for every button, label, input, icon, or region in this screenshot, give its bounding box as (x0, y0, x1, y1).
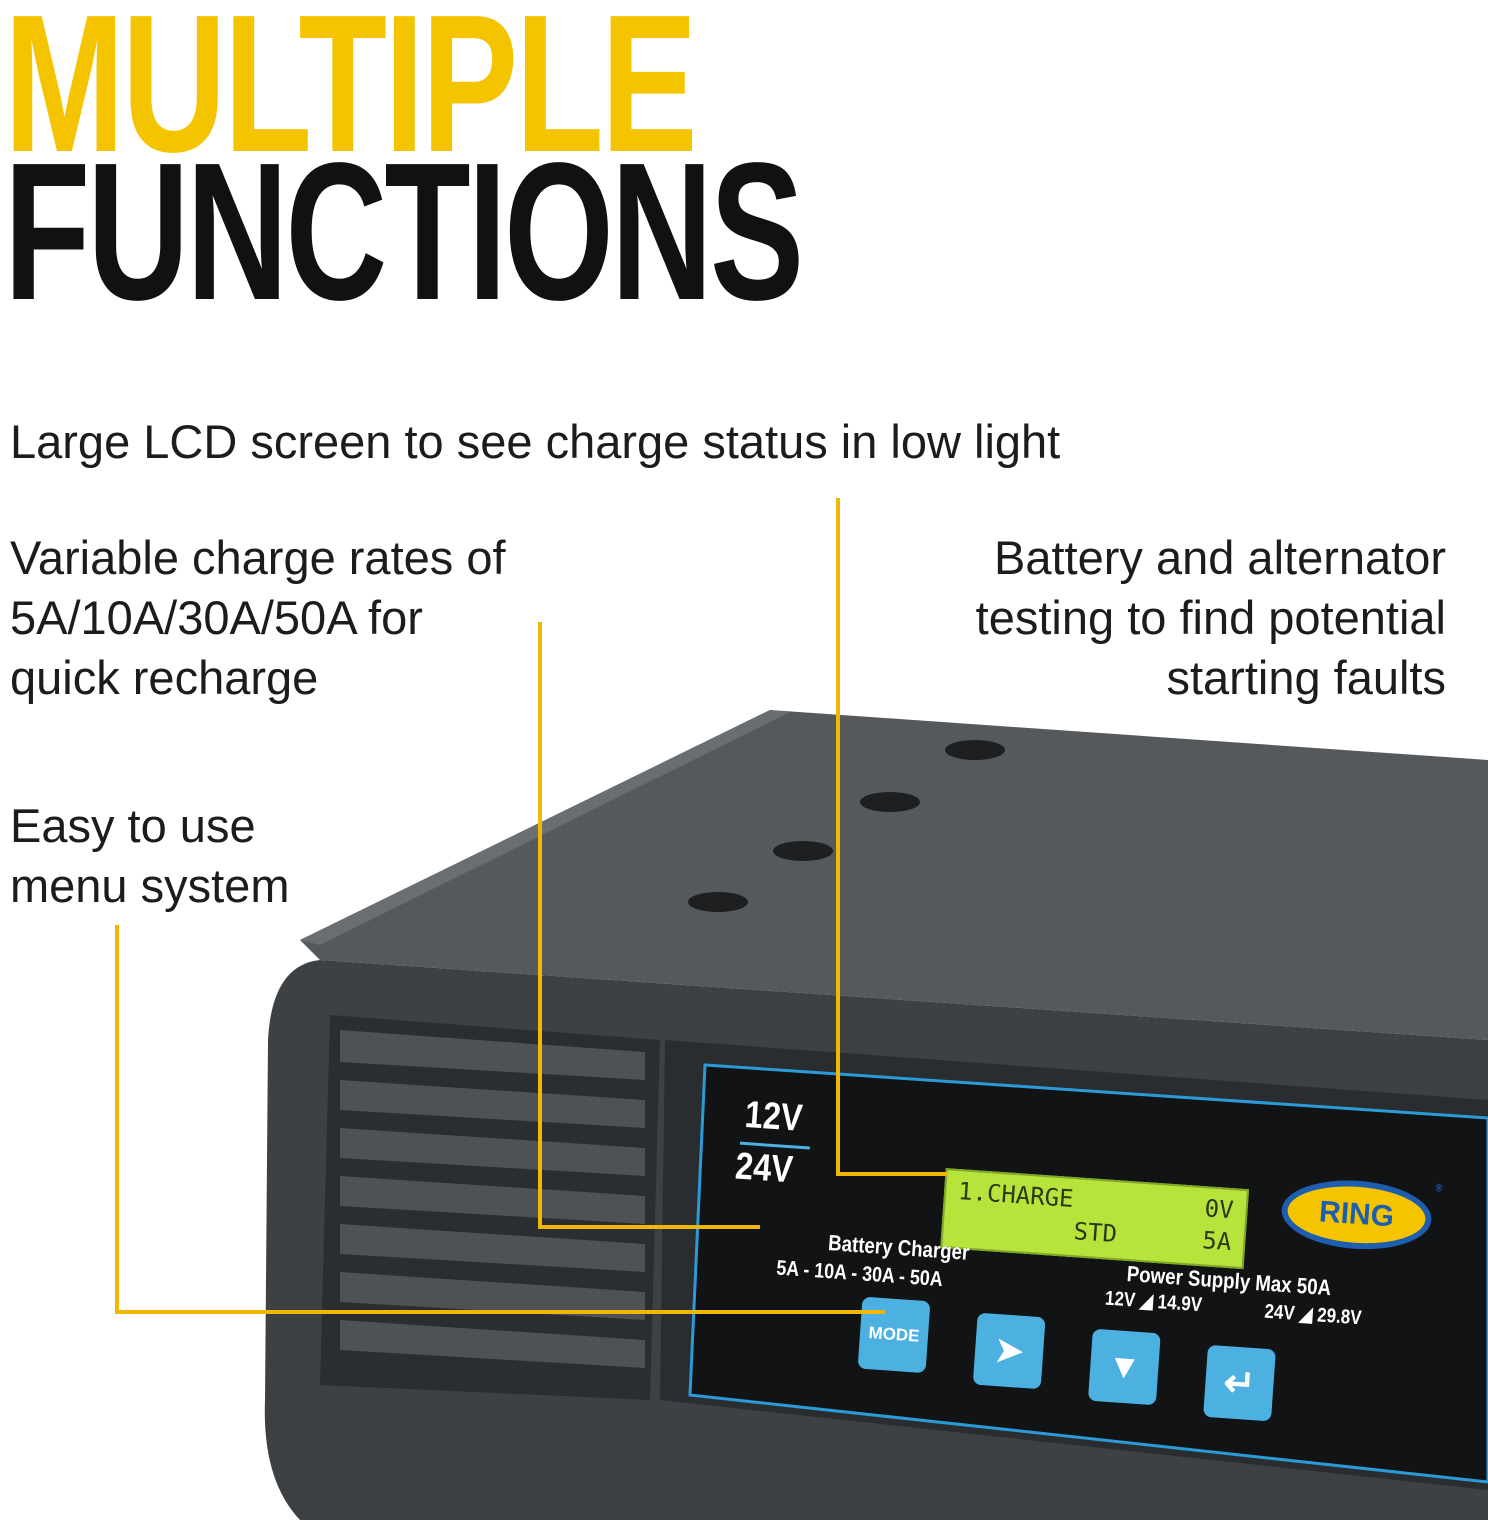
voltage-24v: 24V (733, 1145, 795, 1192)
control-panel-content: 12V 24V 1.CHARGE 0V STD 5A RING ® Batter… (666, 1070, 1488, 1477)
top-surface (300, 710, 1488, 1040)
foot-hole (945, 740, 1005, 760)
control-panel (688, 1063, 1488, 1484)
arrow-down-icon: ▼ (1106, 1346, 1143, 1387)
headline-line1: MULTIPLE (4, 0, 698, 193)
feature-rates-line: 5A/10A/30A/50A for (10, 591, 423, 644)
feature-rates-line: quick recharge (10, 651, 319, 704)
feature-rates: Variable charge rates of 5A/10A/30A/50A … (10, 528, 506, 708)
lcd-voltage: 0V (1203, 1194, 1235, 1225)
feature-testing-line: Battery and alternator (994, 531, 1446, 584)
arrow-right-icon: ➤ (993, 1331, 1025, 1371)
feature-testing-line: testing to find potential (975, 591, 1446, 644)
lcd-type: STD (1072, 1217, 1118, 1249)
foot-hole (773, 841, 833, 861)
feature-menu-line: menu system (10, 859, 290, 912)
enter-button[interactable]: ↵ (1203, 1344, 1276, 1422)
feature-testing: Battery and alternator testing to find p… (976, 528, 1446, 708)
enter-icon: ↵ (1222, 1361, 1257, 1406)
down-button[interactable]: ▼ (1087, 1328, 1161, 1406)
foot-hole (688, 892, 748, 912)
ring-logo: RING (1279, 1175, 1434, 1254)
feature-menu: Easy to use menu system (10, 796, 289, 916)
mode-button[interactable]: MODE (857, 1296, 931, 1374)
callout-line-menu (115, 1310, 885, 1314)
feature-rates-line: Variable charge rates of (10, 531, 506, 584)
headline-line2: FUNCTIONS (4, 122, 804, 341)
lcd-current: 5A (1201, 1226, 1233, 1257)
callout-line-rates (538, 622, 542, 1229)
callout-line-menu (115, 925, 119, 1314)
lcd-mode: 1.CHARGE (957, 1177, 1075, 1214)
vent-slats (340, 1030, 645, 1368)
voltage-12v: 12V (743, 1093, 804, 1140)
right-button[interactable]: ➤ (972, 1312, 1046, 1390)
callout-line-rates (538, 1225, 760, 1229)
power-supply-12v: 12V ◢ 14.9V (1104, 1287, 1203, 1317)
feature-testing-line: starting faults (1166, 651, 1446, 704)
power-supply-24v: 24V ◢ 29.8V (1263, 1300, 1363, 1330)
feature-lcd: Large LCD screen to see charge status in… (10, 415, 1061, 468)
registered-mark: ® (1435, 1182, 1443, 1195)
lcd-screen: 1.CHARGE 0V STD 5A (940, 1168, 1250, 1270)
feature-menu-line: Easy to use (10, 799, 256, 852)
callout-line-lcd (836, 1172, 948, 1176)
foot-hole (860, 792, 920, 812)
callout-line-lcd (836, 498, 840, 1176)
